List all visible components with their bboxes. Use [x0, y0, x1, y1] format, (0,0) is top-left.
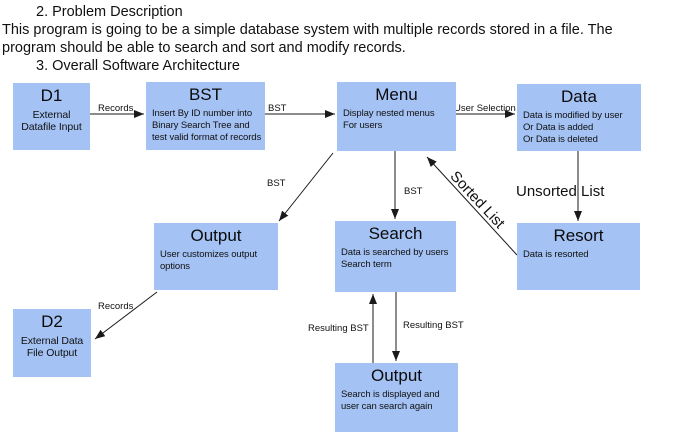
box-title-search: Search [368, 224, 423, 243]
box-title-output-mid: Output [190, 226, 242, 245]
box-body-line: Or Data is added [523, 122, 594, 133]
box-body-line: Data is resorted [523, 249, 589, 260]
box-body-line: Datafile Input [21, 121, 82, 133]
box-body-line: File Output [26, 347, 78, 359]
box-body-line: Search is displayed and [341, 389, 440, 400]
paragraph-line-1: This program is going to be a simple dat… [2, 22, 613, 38]
box-body-resort: Data is resorted [517, 249, 640, 261]
box-body-line: For users [343, 120, 383, 131]
box-body-line: Display nested menus [343, 108, 435, 119]
section-heading-software-architecture: 3. Overall Software Architecture [36, 58, 240, 74]
box-title-bst: BST [188, 85, 223, 104]
paragraph-line-2: program should be able to search and sor… [2, 40, 406, 56]
box-title-menu: Menu [375, 85, 418, 104]
arrow-label-search-to-output: Resulting BST [403, 320, 464, 331]
arrow-label-menu-to-data: User Selection [454, 103, 516, 114]
box-title-output-bottom: Output [370, 366, 423, 385]
box-body-line: Insert By ID number into [152, 108, 253, 119]
box-title-d1: D1 [40, 86, 63, 105]
arrow-label-d1-to-bst: Records [98, 103, 134, 114]
box-body-line: Binary Search Tree and [152, 120, 250, 131]
box-body-line: Or Data is deleted [523, 134, 598, 145]
box-body-line: User customizes output [160, 249, 258, 260]
arrow-label-menu-to-output: BST [267, 178, 286, 189]
box-body-line: test valid format of records [152, 132, 262, 143]
box-title-d2: D2 [41, 312, 63, 331]
box-title-data: Data [561, 87, 597, 106]
box-body-line: External Data [20, 335, 84, 347]
arrow-label-bst-to-menu: BST [268, 103, 287, 114]
box-body-line: Data is modified by user [523, 110, 623, 121]
box-body-line: Data is searched by users [341, 247, 449, 258]
box-body-line: user can search again [341, 401, 433, 412]
section-heading-problem-description: 2. Problem Description [36, 4, 183, 20]
arrow-menu-to-output [278, 152, 334, 222]
arrow-label-output-to-search: Resulting BST [308, 323, 369, 334]
arrow-label-output-to-d2: Records [98, 301, 134, 312]
arrow-output-to-d2 [94, 291, 158, 340]
arrow-resort-to-menu [426, 156, 518, 256]
box-body-line: options [160, 261, 190, 272]
box-body-line: Search term [341, 259, 392, 270]
arrow-label-data-to-resort: Unsorted List [516, 183, 605, 200]
arrow-label-menu-to-search: BST [404, 186, 423, 197]
box-body-line: External [32, 109, 71, 121]
box-title-resort: Resort [553, 226, 604, 245]
